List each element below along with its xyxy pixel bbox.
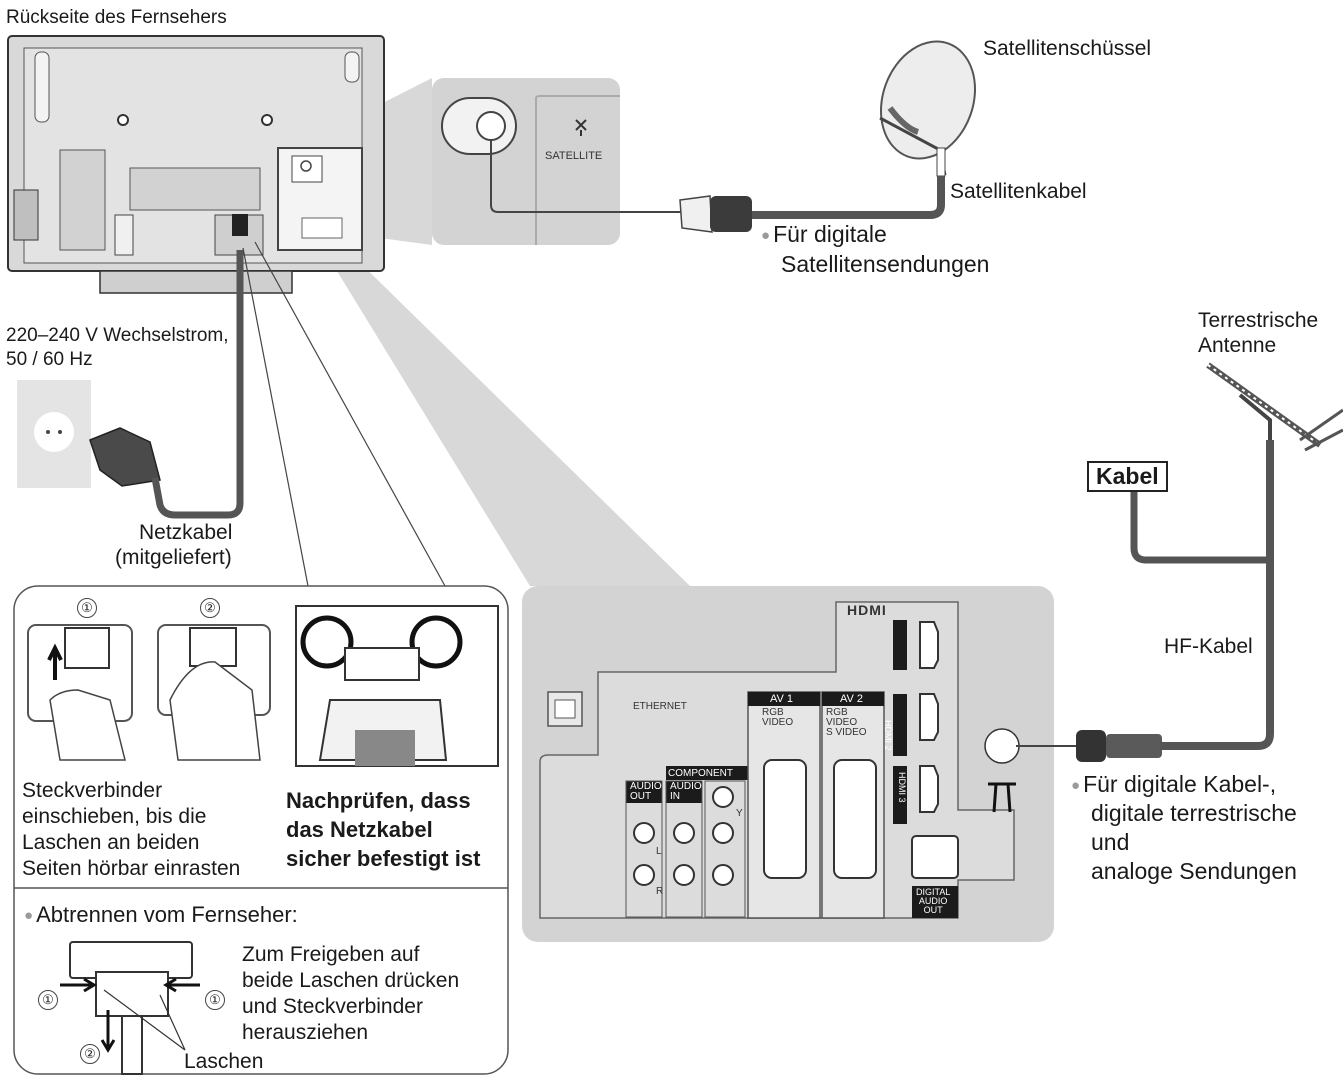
rf-note-line-3: und bbox=[1091, 829, 1130, 855]
hdmi2-label: HDMI 2 bbox=[883, 720, 893, 751]
satellite-cable bbox=[752, 176, 945, 219]
power-plug bbox=[89, 427, 161, 487]
ethernet-label: ETHERNET bbox=[633, 701, 687, 712]
audio-out-r-label: R bbox=[656, 886, 664, 897]
power-cable-note: (mitgeliefert) bbox=[115, 546, 232, 569]
component-y-label: Y bbox=[736, 808, 743, 819]
release-marker-right: ① bbox=[205, 990, 225, 1010]
release-marker-left: ① bbox=[38, 990, 58, 1010]
wall-socket bbox=[17, 380, 91, 488]
component-label: COMPONENT bbox=[668, 768, 733, 779]
hdmi3-label: HDMI 3 bbox=[897, 772, 907, 803]
satellite-cable-label: Satellitenkabel bbox=[950, 180, 1087, 203]
cable-feed bbox=[1130, 488, 1270, 564]
detach-title: Abtrennen vom Fernseher: bbox=[24, 902, 298, 931]
power-spec-line-2: 50 / 60 Hz bbox=[6, 349, 93, 370]
rf-note-line-4: analoge Sendungen bbox=[1091, 858, 1297, 884]
step-1-marker: ① bbox=[77, 598, 97, 618]
rf-note-line-1: Für digitale Kabel-, bbox=[1071, 770, 1276, 802]
connector-box bbox=[13, 585, 509, 1075]
hdmi-logo: HDMI bbox=[847, 602, 887, 618]
step-2-marker: ② bbox=[200, 598, 220, 618]
pull-marker: ② bbox=[80, 1044, 100, 1064]
detach-illustration bbox=[60, 941, 200, 1075]
satellite-note-line-1: Für digitale bbox=[761, 220, 887, 252]
power-cable-label: Netzkabel bbox=[139, 521, 233, 544]
antenna-label-1: Terrestrische bbox=[1198, 309, 1319, 332]
antenna bbox=[1206, 362, 1343, 452]
av2-label: AV 2 bbox=[840, 693, 864, 705]
rca-jacks bbox=[633, 786, 734, 886]
release-instructions: Zum Freigeben auf beide Laschen drücken … bbox=[242, 943, 460, 1044]
secure-check-illustration bbox=[295, 605, 499, 767]
rf-connector bbox=[1076, 730, 1162, 762]
power-cable bbox=[151, 250, 244, 519]
satellite-dish-label: Satellitenschüssel bbox=[983, 37, 1152, 60]
satellite-port-label: SATELLITE bbox=[545, 150, 603, 162]
audio-out-l-label: L bbox=[656, 846, 662, 857]
rear-panel-zoom bbox=[522, 586, 1054, 942]
cable-box-label: Kabel bbox=[1087, 461, 1168, 492]
antenna-label-2: Antenne bbox=[1198, 334, 1277, 357]
rf-cable-label: HF-Kabel bbox=[1164, 635, 1253, 658]
satellite-port-zoom bbox=[432, 78, 620, 245]
tv-back-title: Rückseite des Fernsehers bbox=[6, 7, 227, 28]
plug-insert-illustration bbox=[27, 624, 133, 761]
check-instructions: Nachprüfen, dass das Netzkabel sicher be… bbox=[286, 788, 481, 871]
rf-note-line-2: digitale terrestrische bbox=[1091, 800, 1297, 826]
satellite-icon bbox=[575, 119, 587, 136]
insert-instructions: Steckverbinder einschieben, bis die Lasc… bbox=[22, 779, 241, 880]
plug-inserted-illustration bbox=[157, 624, 271, 761]
zoom-wedge-panel bbox=[318, 240, 690, 586]
rf-cable bbox=[1160, 440, 1274, 750]
power-spec-line-1: 220–240 V Wechselstrom, bbox=[6, 325, 229, 346]
satellite-note-line-2: Satellitensendungen bbox=[781, 251, 990, 277]
f-connector-satellite bbox=[679, 195, 752, 233]
satellite-dish bbox=[879, 40, 977, 177]
hdmi-ports bbox=[893, 620, 939, 824]
av1-label: AV 1 bbox=[770, 693, 794, 705]
tv-back bbox=[7, 35, 385, 294]
tabs-label: Laschen bbox=[184, 1050, 264, 1073]
